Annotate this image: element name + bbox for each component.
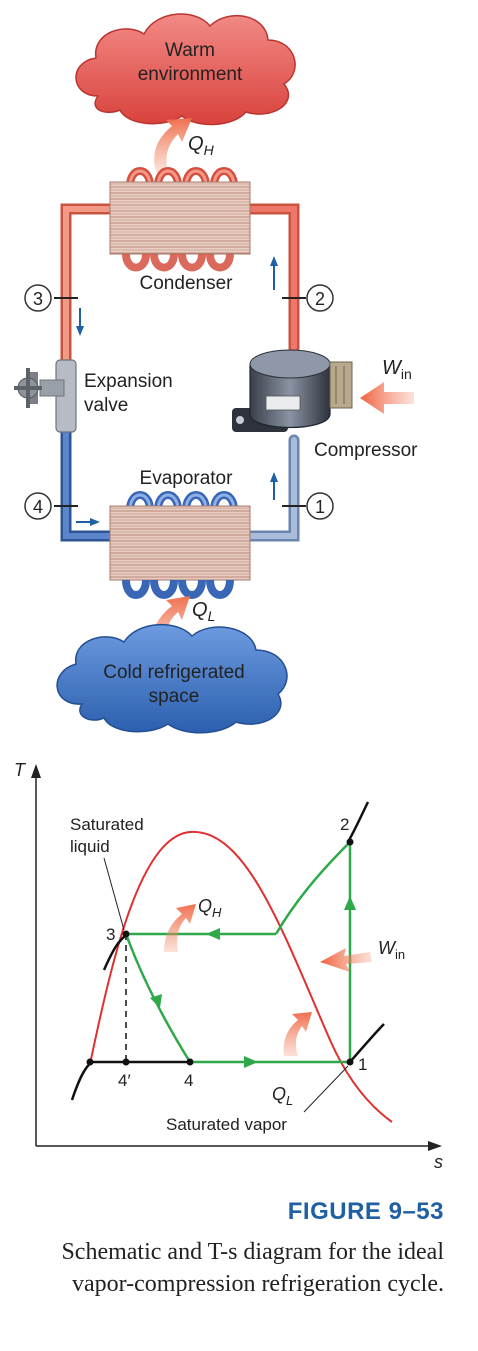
saturated-vapor-leader <box>303 1065 349 1113</box>
state-1-label: 1 <box>315 497 325 517</box>
qh-heat-arrow: QH <box>154 118 215 172</box>
s-axis-label: s <box>434 1152 443 1172</box>
win-symbol: W <box>382 357 403 379</box>
ts-point-1: 1 <box>358 1055 367 1074</box>
state-4-circle <box>24 492 52 520</box>
svg-text:Win: Win <box>382 357 412 382</box>
svg-text:Win: Win <box>378 938 405 962</box>
state-3-label: 3 <box>33 289 43 309</box>
svg-text:QL: QL <box>192 599 215 624</box>
state-2-circle <box>306 284 334 312</box>
state-4-label: 4 <box>33 497 43 517</box>
win-subscript: in <box>401 366 412 382</box>
ts-point-2: 2 <box>340 815 349 834</box>
ts-diagram: T s <box>14 760 443 1172</box>
flow-arrow-down <box>76 308 84 336</box>
state-2-label: 2 <box>315 289 325 309</box>
condenser-coil <box>109 167 251 272</box>
ql-subscript: L <box>208 608 216 624</box>
ts-win-symbol: W <box>378 938 397 958</box>
figure-caption: Schematic and T-s diagram for the ideal … <box>61 1239 444 1297</box>
warm-environment-cloud: Warm environment <box>75 13 296 126</box>
ts-point-3: 3 <box>106 925 115 944</box>
high-pressure-right <box>346 801 370 843</box>
compressor <box>232 349 353 432</box>
qh-subscript: H <box>204 142 215 158</box>
cold-space-cloud: Cold refrigerated space <box>56 624 288 734</box>
ts-point-4: 4 <box>184 1071 193 1090</box>
cycle-arrows <box>150 896 356 1068</box>
figure-number: FIGURE 9–53 <box>287 1198 444 1225</box>
saturation-dome <box>89 830 393 1123</box>
process-3-4 <box>124 933 192 1063</box>
expansion-label-line1: Expansion <box>84 371 173 392</box>
flow-arrows <box>76 256 278 526</box>
hot-piping <box>60 203 300 368</box>
ts-ql-subscript: L <box>286 1093 293 1108</box>
condenser-label: Condenser <box>140 273 234 294</box>
ts-ql-symbol: Q <box>272 1084 286 1104</box>
saturated-liquid-line2: liquid <box>70 837 110 856</box>
state-3-circle <box>24 284 52 312</box>
ts-win-subscript: in <box>395 947 405 962</box>
ts-qh-symbol: Q <box>198 896 212 916</box>
evaporator-label: Evaporator <box>140 468 234 489</box>
svg-text:QH: QH <box>198 896 222 920</box>
flow-arrow-up-hot <box>270 256 278 290</box>
process-2-desuperheat <box>274 841 351 935</box>
cold-piping <box>60 424 300 542</box>
warm-label-line1: Warm <box>165 40 215 61</box>
svg-text:QH: QH <box>188 133 215 158</box>
ts-qh-arrow: QH <box>164 896 222 952</box>
ts-ql-arrow: QL <box>272 1012 312 1108</box>
compressor-label: Compressor <box>314 440 418 461</box>
t-axis-label: T <box>14 760 27 780</box>
low-pressure-right <box>349 1023 385 1063</box>
state-markers: 3 2 4 1 <box>24 284 334 520</box>
warm-label-line2: environment <box>138 64 243 85</box>
state-points <box>86 838 354 1066</box>
ql-symbol: Q <box>192 599 208 621</box>
cold-label-line2: space <box>149 686 200 707</box>
svg-text:QL: QL <box>272 1084 293 1108</box>
flow-arrow-up-cold <box>270 472 278 500</box>
state-1-circle <box>306 492 334 520</box>
expansion-label-line2: valve <box>84 395 128 416</box>
saturated-vapor-label: Saturated vapor <box>166 1115 287 1134</box>
ts-qh-subscript: H <box>212 905 222 920</box>
expansion-valve <box>14 359 77 433</box>
cycle-path <box>124 841 352 1064</box>
cold-label-line1: Cold refrigerated <box>103 662 245 683</box>
schematic: Warm environment QH <box>14 13 418 734</box>
saturated-liquid-line1: Saturated <box>70 815 144 834</box>
evaporator-coil <box>109 491 251 599</box>
low-pressure-left <box>70 1060 93 1101</box>
saturated-liquid-leader <box>103 857 125 931</box>
flow-arrow-right <box>76 518 100 526</box>
win-arrow: Win <box>360 357 414 414</box>
qh-symbol: Q <box>188 133 204 155</box>
ts-point-4prime: 4′ <box>118 1071 131 1090</box>
ts-win-arrow: Win <box>320 938 405 972</box>
